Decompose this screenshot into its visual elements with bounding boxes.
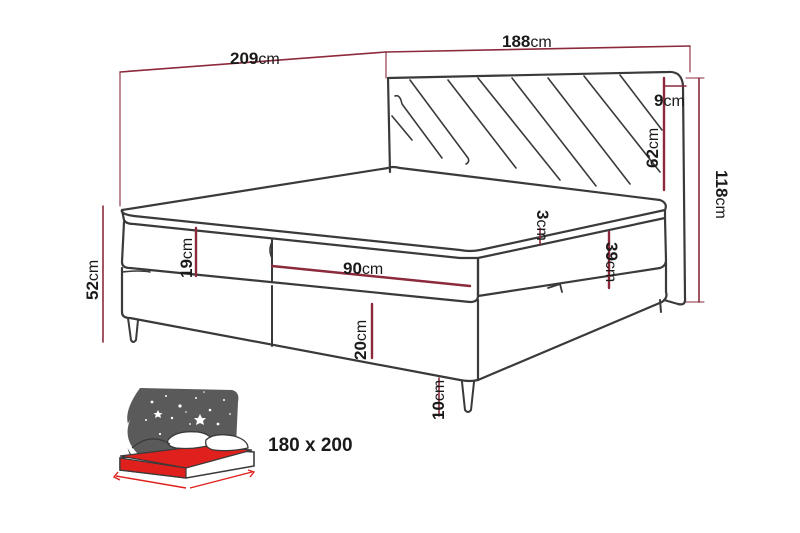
label-bed-height: 52cm (83, 260, 102, 300)
label-headboard-above: 62cm (643, 128, 662, 168)
label-base-height: 20cm (351, 320, 370, 360)
label-total-width: 188cm (502, 32, 552, 51)
extension-lines (119, 45, 705, 303)
mattress-box (120, 220, 480, 304)
stars (145, 391, 231, 436)
label-mattress-height: 19cm (177, 238, 196, 278)
sleeping-area-label: 180 x 200 (268, 435, 353, 456)
headboard-stitching (391, 74, 663, 187)
mini-mattress (119, 445, 253, 469)
label-total-length: 209cm (230, 49, 280, 68)
leg-back-right (659, 299, 662, 313)
leg-front-left (127, 317, 139, 343)
label-headboard-thickness: 9cm (654, 91, 685, 110)
dimline-total-width (385, 45, 691, 53)
mini-arrows (112, 469, 256, 489)
label-topper: 3cm (533, 210, 552, 241)
dimension-labels: 209cm 188cm 9cm 62cm 118cm 3cm 19cm 90cm… (83, 32, 731, 420)
leg-front-right (461, 381, 475, 413)
base-box (120, 260, 668, 383)
bed-with-pillows-and-stars-icon (112, 388, 256, 489)
label-box-height: 39cm (602, 242, 621, 282)
topper-top (120, 165, 667, 253)
bed-legs (127, 299, 662, 413)
dimension-lines (102, 45, 705, 417)
dimline-mattress-width (270, 264, 472, 288)
topper-front (120, 208, 667, 260)
headboard-left-edge (386, 76, 392, 174)
label-total-height: 118cm (712, 170, 731, 219)
label-leg-height: 10cm (429, 380, 448, 420)
headboard (386, 70, 687, 306)
bed-outline (120, 70, 687, 413)
dimline-total-length (119, 51, 387, 73)
mini-pillow-2 (205, 434, 249, 452)
label-mattress-width: 90cm (343, 259, 383, 278)
storage-handle (547, 283, 563, 293)
